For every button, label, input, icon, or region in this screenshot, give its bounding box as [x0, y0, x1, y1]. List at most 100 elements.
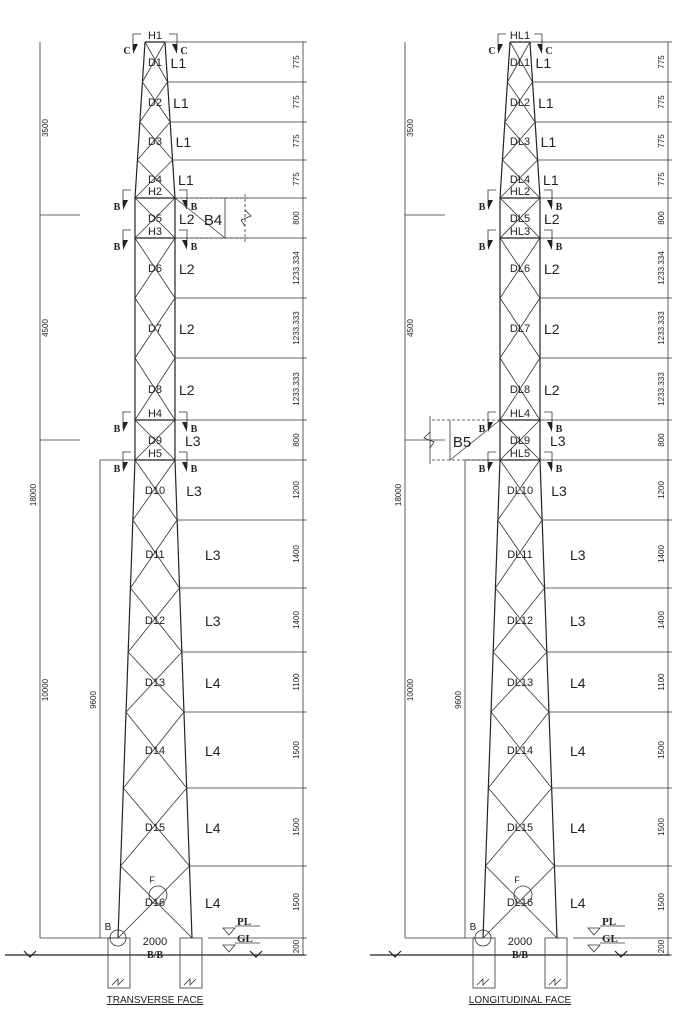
- tower-diagonal: [490, 711, 552, 789]
- tower-diagonal: [507, 81, 536, 123]
- section-mark-label: C: [488, 46, 495, 57]
- section-arrow-icon: [488, 240, 493, 250]
- tower-diagonal: [499, 419, 541, 461]
- leg-label: L3: [570, 613, 586, 629]
- tower-diagonal: [123, 787, 190, 867]
- tower-diagonal: [497, 459, 541, 521]
- bracing-diagonal: [449, 419, 501, 461]
- tower-leg: [506, 41, 511, 83]
- segment-dimension: 1500: [292, 893, 301, 911]
- member-label: D2: [148, 97, 162, 109]
- member-label: D5: [148, 213, 162, 225]
- tower-diagonal: [127, 587, 180, 653]
- segment-dimension: 1233.333: [657, 311, 666, 345]
- base-spacing-note: B/B: [512, 950, 528, 961]
- tower-leg: [132, 459, 136, 521]
- member-label: D15: [145, 822, 165, 834]
- tower-leg: [129, 519, 134, 589]
- section-mark-label: B: [479, 202, 486, 213]
- support-mark-icon: [23, 950, 263, 958]
- tower-leg: [501, 121, 506, 161]
- tower-diagonal: [120, 865, 193, 939]
- segment-dimension: 1233.333: [292, 372, 301, 406]
- member-label: D11: [145, 549, 164, 561]
- segment-dimension: 1100: [657, 673, 666, 691]
- segment-dimension: 1500: [292, 818, 301, 836]
- tower-diagonal: [504, 81, 533, 123]
- horizontal-member-label: HL3: [510, 226, 530, 238]
- member-label: DL16: [507, 897, 533, 909]
- segment-dimension: 775: [292, 134, 301, 148]
- tower-diagonal: [492, 587, 545, 653]
- tower-diagonal: [482, 865, 555, 939]
- tower-diagonal: [509, 41, 533, 83]
- segment-dimension: 775: [657, 172, 666, 186]
- tower-diagonal: [499, 459, 543, 521]
- horizontal-member-label: H1: [148, 30, 162, 42]
- member-label: DL6: [510, 263, 530, 275]
- tower-diagonal: [507, 41, 531, 83]
- section-arrow-icon: [547, 422, 552, 432]
- dimension-10000: 10000: [406, 678, 415, 701]
- member-label: D16: [145, 897, 165, 909]
- section-arrow-icon: [172, 44, 177, 54]
- tower-diagonal: [499, 297, 541, 359]
- section-mark-label: B: [114, 464, 121, 475]
- leg-label: L3: [205, 613, 221, 629]
- member-label: D7: [148, 323, 162, 335]
- tower-leg: [541, 519, 546, 589]
- segment-dimension: 1500: [657, 818, 666, 836]
- segment-dimension: 800: [657, 433, 666, 447]
- leg-label: L2: [179, 321, 195, 337]
- section-arrow-icon: [133, 44, 138, 54]
- section-arrow-icon: [182, 200, 187, 210]
- segment-dimension: 800: [657, 211, 666, 225]
- member-label: DL5: [510, 213, 530, 225]
- section-mark-label: B: [479, 242, 486, 253]
- horizontal-member-label: HL4: [510, 408, 530, 420]
- support-mark-icon: [388, 950, 628, 958]
- member-label: D12: [145, 615, 165, 627]
- member-label: D3: [148, 136, 162, 148]
- tower-diagonal: [134, 237, 176, 299]
- tower-leg: [125, 651, 129, 713]
- section-arrow-icon: [547, 200, 552, 210]
- tower-diagonal: [499, 237, 541, 299]
- tower-leg: [482, 865, 487, 939]
- tower-diagonal: [504, 121, 538, 161]
- dimension-3500: 3500: [406, 119, 415, 137]
- leg-label: L3: [551, 483, 567, 499]
- leg-label: L1: [173, 95, 189, 111]
- member-label: DL4: [510, 174, 530, 186]
- leg-label: L4: [205, 675, 221, 691]
- section-mark-label: C: [123, 46, 130, 57]
- tower-diagonal: [488, 711, 550, 789]
- section-mark-label: B: [479, 424, 486, 435]
- section-mark-label: B: [191, 424, 198, 435]
- bracing-label: B5: [453, 434, 471, 451]
- tower-leg: [494, 519, 499, 589]
- section-arrow-icon: [547, 462, 552, 472]
- horizontal-member-label: H3: [148, 226, 162, 238]
- tower-diagonal: [142, 41, 166, 83]
- tower-leg: [164, 41, 169, 83]
- leg-label: L4: [205, 895, 221, 911]
- segment-dimension: 1400: [657, 545, 666, 563]
- tower-diagonal: [117, 865, 190, 939]
- tower-diagonal: [499, 357, 541, 421]
- f-detail-label: F: [149, 875, 155, 885]
- tower-leg: [534, 121, 539, 161]
- section-mark-label: B: [114, 202, 121, 213]
- tower-diagonal: [125, 711, 187, 789]
- tower-leg: [176, 519, 181, 589]
- bracing-diagonal: [174, 197, 226, 239]
- foundation-right: [179, 937, 203, 989]
- leg-label: L1: [176, 134, 192, 150]
- tower-diagonal: [130, 519, 178, 589]
- leg-label: L4: [570, 820, 586, 836]
- leg-label: L1: [538, 95, 554, 111]
- horizontal-member-label: H4: [148, 408, 162, 420]
- base-detail-circle: [474, 929, 492, 947]
- section-arrow-icon: [182, 240, 187, 250]
